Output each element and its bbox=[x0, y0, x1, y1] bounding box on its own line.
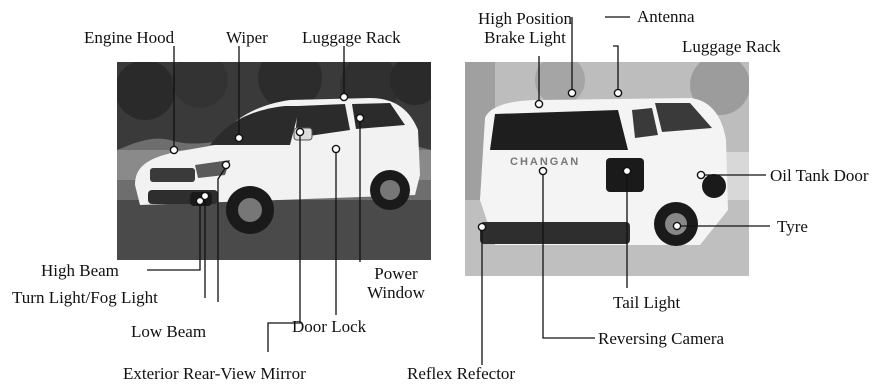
label-wiper: Wiper bbox=[226, 28, 268, 47]
label-antenna: Antenna bbox=[637, 7, 695, 26]
front-photo bbox=[117, 62, 431, 260]
label-high-beam: High Beam bbox=[41, 261, 119, 280]
label-high-brake-line1: High Position bbox=[478, 9, 572, 28]
label-reflex-reflector: Reflex Refector bbox=[407, 364, 516, 383]
label-exterior-mirror: Exterior Rear-View Mirror bbox=[123, 364, 306, 383]
point-markers bbox=[169, 88, 706, 232]
label-tail-light: Tail Light bbox=[613, 293, 681, 312]
label-low-beam: Low Beam bbox=[131, 322, 207, 341]
label-reversing-camera: Reversing Camera bbox=[598, 329, 725, 348]
label-engine-hood: Engine Hood bbox=[84, 28, 175, 47]
label-luggage-rack-rear: Luggage Rack bbox=[682, 37, 781, 56]
label-door-lock: Door Lock bbox=[292, 317, 367, 336]
label-luggage-rack-front: Luggage Rack bbox=[302, 28, 401, 47]
rear-badge: CHANGAN bbox=[510, 156, 580, 168]
label-high-brake-light: High Position Brake Light bbox=[455, 9, 595, 47]
callout-lines bbox=[147, 16, 770, 365]
label-oil-tank-door: Oil Tank Door bbox=[770, 166, 869, 185]
label-power-window-line2: Window bbox=[367, 283, 425, 302]
label-tyre: Tyre bbox=[777, 217, 808, 236]
label-power-window: Power Window bbox=[356, 264, 436, 302]
label-power-window-line1: Power bbox=[374, 264, 418, 283]
label-high-brake-line2: Brake Light bbox=[484, 28, 566, 47]
rear-photo: CHANGAN bbox=[465, 62, 749, 276]
label-turn-fog-light: Turn Light/Fog Light bbox=[12, 288, 158, 307]
